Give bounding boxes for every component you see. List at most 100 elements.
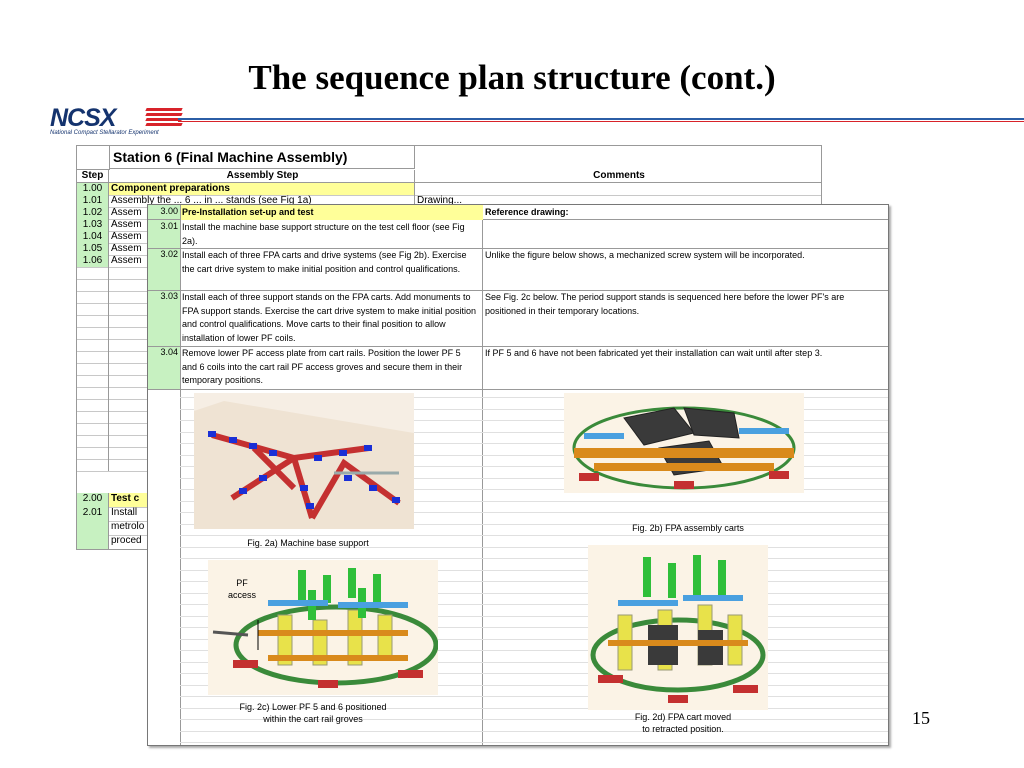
comment: Unlike the figure below shows, a mechani…: [485, 250, 805, 260]
grid-line: [180, 535, 888, 536]
step-number: [77, 521, 109, 535]
fig2c-caption: Fig. 2c) Lower PF 5 and 6 positioned wit…: [198, 701, 428, 725]
grid-line: [180, 420, 888, 421]
step-number: [77, 535, 109, 549]
grid-line: [180, 455, 888, 456]
pf-label-line2: access: [227, 590, 256, 600]
preinstallation-sheet: 3.00 Pre-Installation set-up and test Re…: [147, 204, 889, 746]
grid-line: [180, 570, 888, 571]
grid-line: [180, 489, 888, 490]
slide-title: The sequence plan structure (cont.): [248, 58, 776, 97]
logo-subtitle: National Compact Stellarator Experiment: [50, 130, 159, 136]
step-number: 2.01: [77, 507, 109, 521]
grid-line: [180, 673, 888, 674]
step-number: 3.00: [160, 206, 178, 216]
grid-line: [180, 662, 888, 663]
logo-stripes: [145, 108, 183, 128]
fig2b-caption: Fig. 2b) FPA assembly carts: [632, 523, 744, 533]
step-number: 3.02: [160, 249, 178, 259]
grid-line: [180, 742, 888, 743]
grid-line: [180, 604, 888, 605]
logo-text: NCSX: [50, 104, 116, 132]
grid-line: [180, 581, 888, 582]
step-number: 2.00: [77, 493, 109, 507]
header-rule-blue: [178, 118, 1024, 120]
grid-line: [180, 731, 888, 732]
header-row: Step Assembly Step Comments: [77, 170, 821, 183]
step-number: 1.04: [77, 231, 109, 243]
fig2c-caption-line1: Fig. 2c) Lower PF 5 and 6 positioned: [239, 702, 387, 712]
section-title: Pre-Installation set-up and test: [181, 205, 483, 220]
fig2d-caption: Fig. 2d) FPA cart moved to retracted pos…: [583, 711, 783, 735]
station-title: Station 6 (Final Machine Assembly): [109, 146, 415, 169]
grid-line: [180, 685, 888, 686]
grid-line: [180, 547, 888, 548]
grid-line: [180, 650, 888, 651]
comments-header: Comments: [593, 170, 645, 181]
table-row: 3.03 Install each of three support stands…: [148, 290, 888, 347]
grid-line: [180, 466, 888, 467]
grid-line: [180, 512, 888, 513]
step-number: 3.03: [160, 291, 178, 301]
grid-line: [180, 708, 888, 709]
grid-line: [180, 696, 888, 697]
fig2a-caption: Fig. 2a) Machine base support: [247, 538, 369, 548]
fig2d-caption-line2: to retracted position.: [642, 724, 724, 734]
pf-label-line1: PF: [236, 578, 248, 588]
assembly-header: Assembly Step: [109, 170, 415, 182]
table-row: 3.02 Install each of three FPA carts and …: [148, 248, 888, 291]
step-number: 3.01: [160, 221, 178, 231]
step-number: 3.04: [160, 347, 178, 357]
grid-line: [180, 593, 888, 594]
ncsx-logo: NCSX National Compact Stellarator Experi…: [50, 104, 183, 138]
pf-access-label: PF access: [222, 577, 262, 601]
assembly-step: Remove lower PF access plate from cart r…: [182, 348, 463, 385]
grid-line: [180, 639, 888, 640]
grid-line: [180, 501, 888, 502]
comment: See Fig. 2c below. The period support st…: [485, 292, 845, 316]
assembly-step: Install each of three support stands on …: [182, 292, 476, 343]
grid-line: [180, 432, 888, 433]
grid-line: [180, 616, 888, 617]
step-number: 1.00: [77, 183, 109, 195]
assembly-step: Install the machine base support structu…: [182, 222, 465, 246]
comment: [485, 220, 885, 221]
header-rule-red: [178, 121, 1024, 122]
fig2d-image: [588, 545, 768, 710]
step-header: Step: [77, 170, 109, 182]
comment: Drawing...: [417, 195, 463, 206]
comment: If PF 5 and 6 have not been fabricated y…: [485, 348, 823, 358]
step-number: 1.01: [77, 195, 109, 207]
step-number: 1.06: [77, 255, 109, 267]
comment: [415, 183, 821, 195]
grid-line: [180, 558, 888, 559]
corner-cell: [77, 146, 110, 170]
assembly-step: Assembly the ... 6 ... in ... stands (se…: [109, 195, 415, 207]
step-number: 1.03: [77, 219, 109, 231]
page-number: 15: [912, 708, 930, 728]
step-number: 1.02: [77, 207, 109, 219]
step-number: 1.05: [77, 243, 109, 255]
assembly-step: Component preparations: [109, 183, 415, 195]
step-column: [148, 205, 180, 389]
assembly-step: Install each of three FPA carts and driv…: [182, 250, 467, 274]
grid-line: [180, 443, 888, 444]
grid-line: [180, 409, 888, 410]
column-divider: [180, 205, 181, 745]
grid-line: [180, 524, 888, 525]
grid-line: [180, 719, 888, 720]
fig2a-image: [194, 393, 414, 529]
fig2c-caption-line2: within the cart rail groves: [263, 714, 363, 724]
reference-label: Reference drawing:: [485, 207, 569, 217]
column-divider: [482, 205, 483, 745]
grid-line: [180, 627, 888, 628]
fig2d-caption-line1: Fig. 2d) FPA cart moved: [634, 712, 732, 722]
fig2b-image: [564, 393, 804, 493]
fig2c-image: [208, 560, 438, 695]
grid-line: [180, 478, 888, 479]
grid-line: [180, 397, 888, 398]
table-row: 3.01 Install the machine base support str…: [148, 220, 888, 249]
table-row: 3.04 Remove lower PF access plate from ca…: [148, 346, 888, 390]
header-row: 3.00 Pre-Installation set-up and test Re…: [148, 205, 888, 220]
